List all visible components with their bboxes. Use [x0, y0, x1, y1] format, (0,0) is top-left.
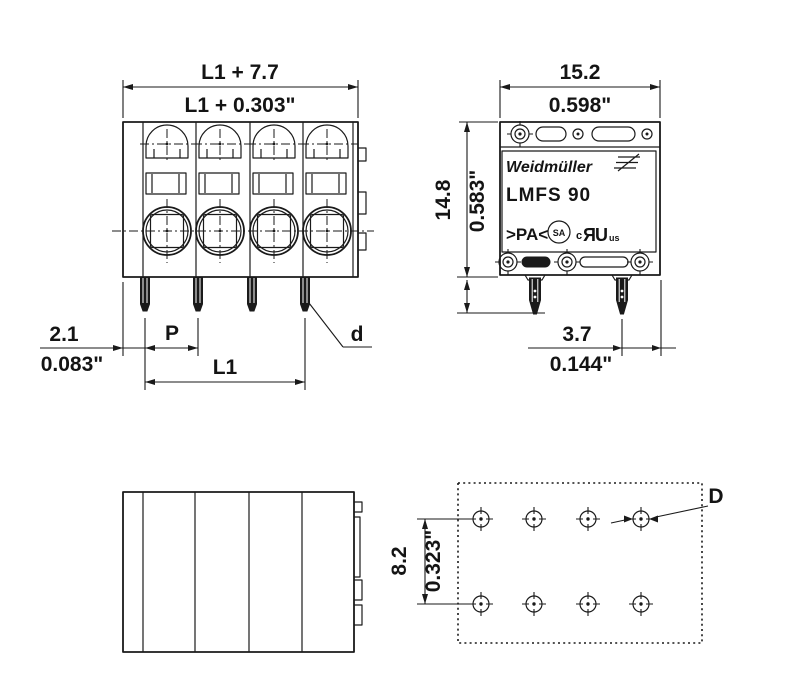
drill-hole: [521, 506, 547, 532]
front-view: [112, 121, 374, 312]
side-bottom-slot-1: [521, 256, 551, 268]
front-side-tabs: [358, 147, 367, 251]
drill-hole: [468, 591, 494, 617]
side-bottom-screw-2: [553, 248, 581, 276]
side-body-outline: [499, 121, 661, 276]
side-pin-2: [616, 277, 628, 315]
front-pin-1: [140, 276, 150, 312]
front-pole-2: [192, 124, 252, 264]
brand-text: Weidmüller: [506, 159, 593, 176]
dim-front-width-mm: L1 + 7.7: [201, 61, 279, 84]
side-top-slot-2: [591, 126, 636, 142]
drill-hole: [575, 591, 601, 617]
side-bottom-screw-1: [494, 248, 522, 276]
side-top-pilot-1: [572, 128, 584, 140]
dim-pin-offset-mm: 3.7: [562, 323, 591, 346]
drill-hole: [628, 591, 654, 617]
front-pin-4: [300, 276, 310, 312]
bottom-side-tabs: [354, 501, 363, 626]
dim-side-pin-offset: 3.7 0.144": [528, 280, 676, 376]
front-pole-3: [246, 124, 306, 264]
bottom-view: [122, 491, 363, 653]
drill-plan-outline: [457, 482, 703, 644]
dim-length-label: L1: [213, 356, 238, 379]
ul-mark: ЯU: [583, 225, 607, 245]
drill-hole: [521, 591, 547, 617]
side-pin-1: [529, 277, 541, 315]
side-bottom-screw-3: [626, 248, 654, 276]
csa-logo-icon: SA: [547, 220, 571, 244]
front-pole-dividers: [142, 122, 354, 277]
dim-front-width-inch: L1 + 0.303": [185, 94, 296, 117]
side-top-slot-1: [535, 126, 567, 142]
front-pin-3: [247, 276, 257, 312]
product-text: LMFS 90: [506, 185, 591, 206]
dim-side-width-mm: 15.2: [560, 61, 601, 84]
dim-side-height-inch: 0.583": [466, 170, 489, 233]
dim-edge-offset-inch: 0.083": [41, 353, 104, 376]
hole-diameter-label: D: [708, 485, 723, 508]
dim-side-width-inch: 0.598": [549, 94, 612, 117]
pin-diameter-label: d: [351, 323, 364, 346]
ul-logo-icon: c ЯU us: [576, 225, 620, 245]
drill-hole: [468, 506, 494, 532]
front-body-outline: [122, 121, 359, 278]
dim-drill-spacing-inch: 0.323": [422, 530, 445, 593]
front-pole-4: [299, 124, 359, 264]
dim-side-width: 15.2 0.598": [499, 61, 661, 118]
side-bottom-slot-2: [579, 256, 629, 268]
front-pin-2: [193, 276, 203, 312]
dim-pin-offset-inch: 0.144": [550, 353, 613, 376]
side-view: Weidmüller LMFS 90 >PA< SA c ЯU us: [494, 120, 661, 315]
dim-side-height-mm: 14.8: [432, 179, 455, 220]
dim-edge-offset-mm: 2.1: [49, 323, 79, 346]
dim-hole-diameter: D: [610, 485, 724, 524]
dim-front-width: L1 + 7.7 L1 + 0.303": [122, 61, 359, 118]
csa-letters: SA: [553, 228, 566, 238]
drill-plan: 8.2 0.323" D: [388, 482, 724, 644]
ul-suffix: us: [609, 233, 620, 243]
dim-side-height: 14.8 0.583": [432, 121, 545, 314]
front-pole-1: [139, 124, 199, 264]
ul-prefix: c: [576, 230, 582, 242]
label-panel: [501, 150, 657, 253]
dim-drill-spacing: 8.2 0.323": [388, 518, 472, 605]
bottom-body-outline: [122, 491, 355, 653]
bottom-pole-dividers: [142, 492, 303, 652]
dim-drill-spacing-mm: 8.2: [388, 546, 411, 575]
material-marking: >PA<: [506, 225, 548, 244]
side-top-pilot-2: [641, 128, 653, 140]
side-top-screw: [506, 120, 534, 148]
weidmueller-logo-icon: [614, 153, 640, 172]
dim-front-lower: 2.1 0.083" P L1 d: [40, 282, 372, 390]
dim-pitch-label: P: [165, 322, 179, 345]
drill-hole: [575, 506, 601, 532]
